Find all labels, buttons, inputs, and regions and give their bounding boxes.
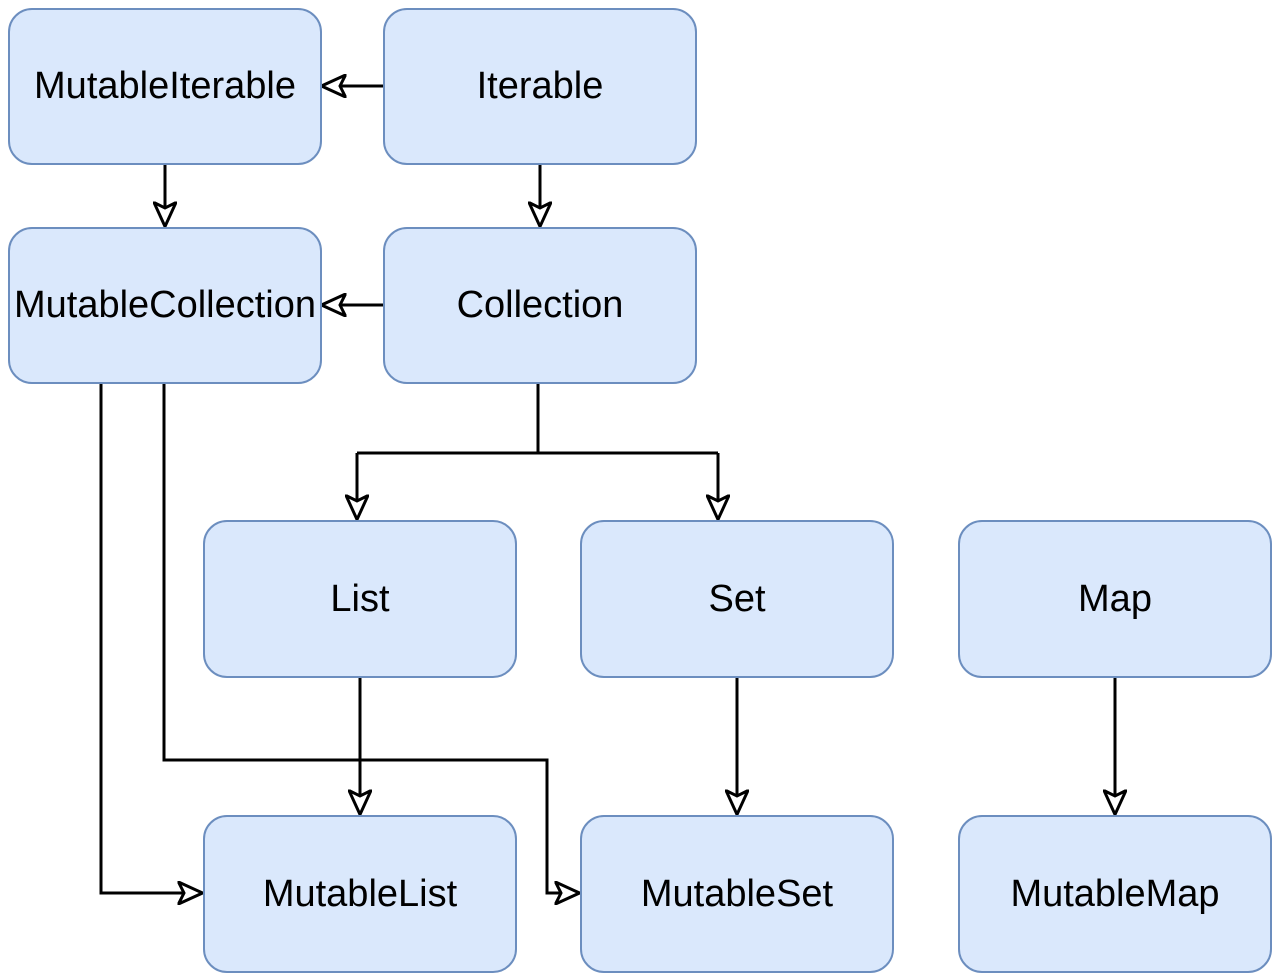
node-label: Iterable	[476, 65, 604, 107]
node-map: Map	[958, 520, 1272, 678]
node-list: List	[203, 520, 517, 678]
node-mutable-map: MutableMap	[958, 815, 1272, 973]
node-set: Set	[580, 520, 894, 678]
node-mutable-set: MutableSet	[580, 815, 894, 973]
node-label: MutableList	[262, 872, 458, 915]
node-label: Set	[708, 577, 766, 620]
node-label: Collection	[456, 284, 624, 326]
node-label: MutableCollection	[13, 284, 317, 326]
node-label: MutableMap	[1010, 872, 1220, 915]
node-label: List	[330, 577, 390, 620]
node-iterable: Iterable	[383, 8, 697, 165]
edge-mutable-collection-to-mutable-set	[162, 384, 561, 893]
node-mutable-iterable: MutableIterable	[8, 8, 322, 165]
edge-mutable-collection-to-mutable-list	[99, 384, 184, 893]
node-collection: Collection	[383, 227, 697, 384]
node-mutable-list: MutableList	[203, 815, 517, 973]
node-mutable-collection: MutableCollection	[8, 227, 322, 384]
node-label: Map	[1078, 577, 1152, 620]
node-label: MutableIterable	[34, 65, 296, 107]
node-label: MutableSet	[640, 872, 834, 915]
